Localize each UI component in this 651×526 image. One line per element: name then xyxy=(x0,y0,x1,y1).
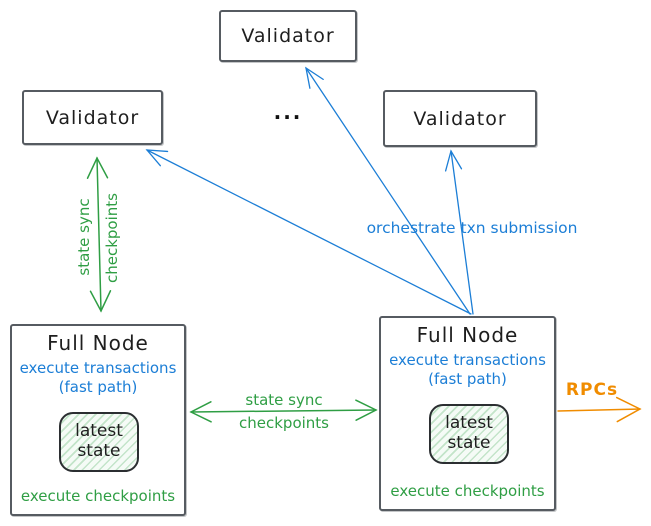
vertical-sync-label-line2: checkpoints xyxy=(103,193,121,283)
full-node-right-exec: execute transactions (fast path) xyxy=(381,351,554,389)
full-node-left-latest-state: latest state xyxy=(59,412,139,472)
validator-left-box: Validator xyxy=(22,90,163,145)
full-node-right-title: Full Node xyxy=(416,323,519,347)
full-node-left-exec-line2: (fast path) xyxy=(58,377,138,396)
validator-top-label: Validator xyxy=(241,25,335,47)
arrow-state-sync-horizontal xyxy=(189,399,378,423)
full-node-right-box: Full Node execute transactions (fast pat… xyxy=(379,316,556,511)
full-node-right-exec-line1: execute transactions xyxy=(389,351,546,369)
full-node-right-exec-line2: (fast path) xyxy=(428,369,507,388)
validator-top-box: Validator xyxy=(219,10,357,62)
full-node-right-latest-state: latest state xyxy=(429,404,509,464)
arrow-state-sync-vertical xyxy=(86,156,112,313)
arrow-orchestrate-to-validator-left xyxy=(145,149,472,315)
vertical-sync-label-line1: state sync xyxy=(75,198,93,276)
arrow-orchestrate-to-validator-top xyxy=(305,66,471,315)
full-node-right-footer: execute checkpoints xyxy=(390,482,545,500)
orchestrate-label: orchestrate txn submission xyxy=(366,219,578,237)
validators-ellipsis: ... xyxy=(273,100,303,124)
full-node-left-exec-line1: execute transactions xyxy=(19,359,177,377)
horizontal-sync-label-line1: state sync xyxy=(245,391,323,409)
full-node-left-title: Full Node xyxy=(47,331,149,355)
horizontal-sync-label-line2: checkpoints xyxy=(239,414,329,432)
full-node-left-footer: execute checkpoints xyxy=(20,487,176,505)
validator-left-label: Validator xyxy=(45,106,140,129)
validator-right-box: Validator xyxy=(383,90,537,147)
arrow-rpcs xyxy=(557,396,642,423)
rpcs-label: RPCs xyxy=(565,380,619,400)
full-node-left-box: Full Node execute transactions (fast pat… xyxy=(10,324,186,516)
arrow-orchestrate-to-validator-right xyxy=(444,149,474,315)
full-node-left-exec: execute transactions (fast path) xyxy=(12,359,184,397)
validator-right-label: Validator xyxy=(413,107,507,130)
